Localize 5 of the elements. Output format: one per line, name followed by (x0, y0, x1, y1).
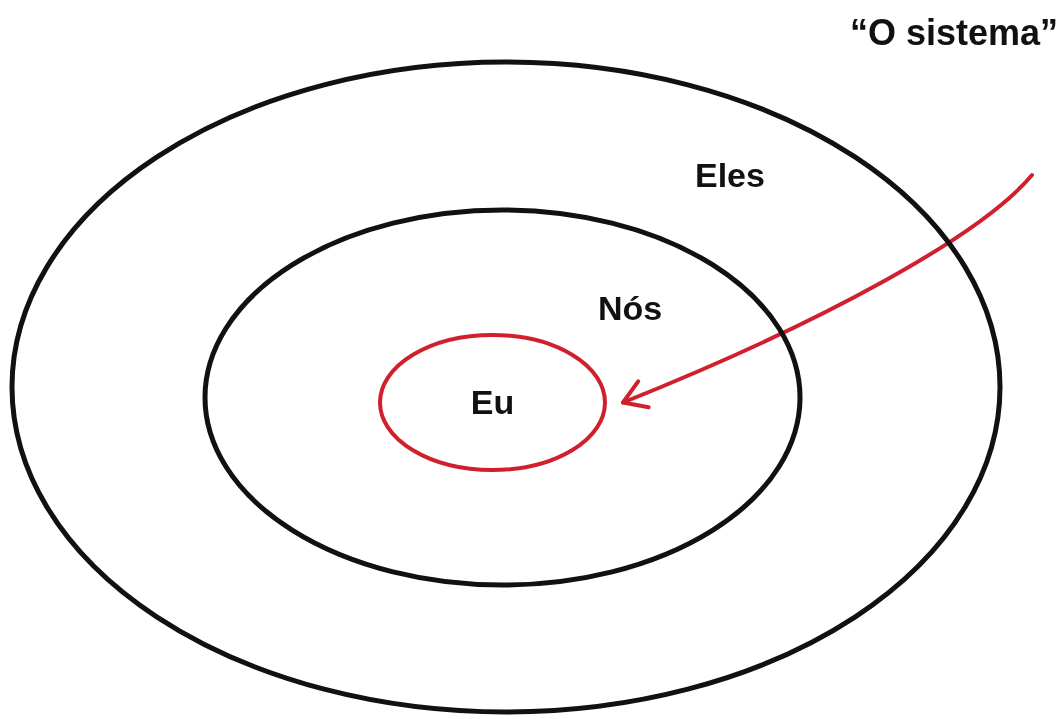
title-label: “O sistema” (849, 11, 1058, 55)
node-label: Eu (470, 382, 515, 423)
arrow (621, 173, 1034, 410)
node-label: Nós (598, 288, 663, 329)
node-label: Eles (695, 155, 765, 196)
